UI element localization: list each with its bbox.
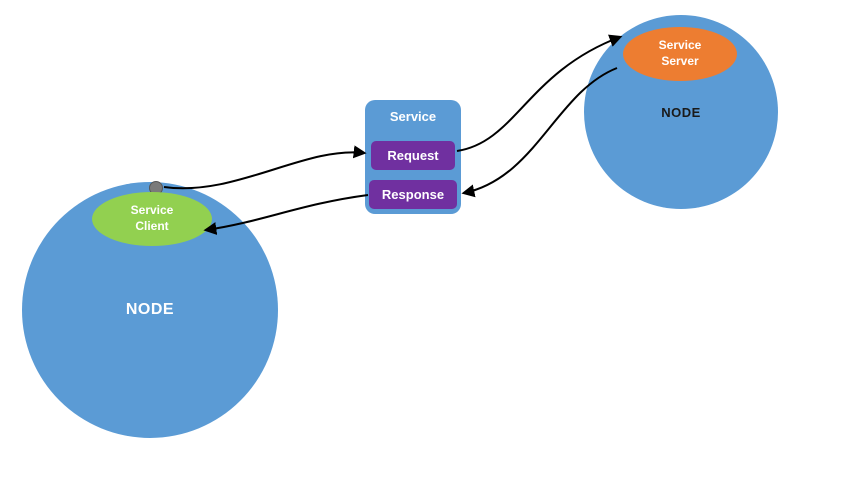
request-label: Request: [387, 148, 439, 163]
service-client-label-line2: Client: [135, 219, 169, 233]
service-server-ellipse: Service Server: [623, 27, 737, 81]
response-box: Response: [369, 180, 457, 209]
left-node-label: NODE: [125, 301, 175, 318]
client-to-request-arrow: [163, 145, 367, 190]
request-box: Request: [371, 141, 455, 170]
response-label: Response: [381, 187, 445, 202]
right-node-label: NODE: [661, 104, 701, 120]
service-box: Service Request Response: [365, 100, 461, 214]
service-box-title: Service: [389, 109, 437, 124]
service-server-label-line1: Service: [658, 38, 702, 53]
service-client-ellipse: Service Client: [92, 192, 212, 246]
service-client-label-line1: Service: [130, 203, 174, 218]
service-server-label-line2: Server: [661, 54, 699, 68]
